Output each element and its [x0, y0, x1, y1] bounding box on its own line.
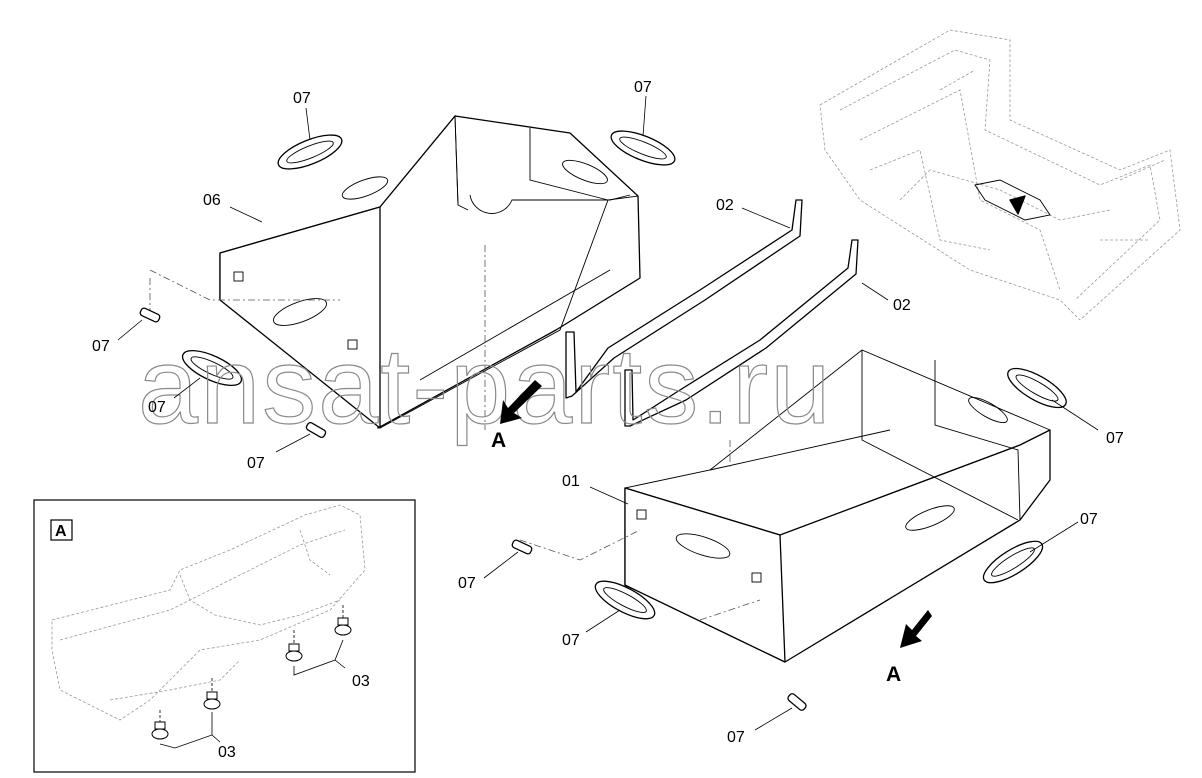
callout-06: 06 [203, 192, 221, 209]
machine-overview-sketch [819, 29, 1181, 321]
view-arrow-right-label: A [886, 663, 901, 686]
callout-07: 07 [247, 455, 265, 472]
rubber-mount [203, 678, 221, 710]
watermark: ansat-parts.ru [138, 325, 832, 446]
view-arrow-left-label: A [491, 429, 506, 452]
callout-07: 07 [1106, 430, 1124, 447]
callouts: 07 07 06 02 02 07 07 07 07 01 07 07 07 0… [92, 79, 1124, 746]
callout-07: 07 [458, 575, 476, 592]
callout-01: 01 [562, 473, 580, 490]
callout-07: 07 [727, 729, 745, 746]
pins [139, 307, 807, 711]
detail-view-a: A 03 03 [33, 499, 416, 773]
callout-07: 07 [562, 632, 580, 649]
callout-07: 07 [293, 90, 311, 107]
rubber-mount [285, 630, 303, 662]
battery-box-lower [519, 349, 1051, 663]
battery-box-upper [149, 114, 641, 430]
callout-07: 07 [92, 338, 110, 355]
hold-down-straps [565, 199, 859, 427]
callout-07: 07 [634, 79, 652, 96]
callout-07: 07 [148, 399, 166, 416]
oval-grommets [181, 130, 1067, 620]
rubber-mount [334, 605, 352, 636]
callout-03: 03 [218, 744, 236, 761]
callout-02: 02 [893, 297, 911, 314]
callout-07: 07 [1080, 511, 1098, 528]
callout-02: 02 [716, 197, 734, 214]
detail-tag: A [55, 523, 67, 540]
view-arrow-right: A [886, 610, 932, 686]
view-arrow-left: A [491, 380, 542, 452]
detail-tag-box [50, 519, 73, 541]
callout-03: 03 [352, 673, 370, 690]
rubber-mount [151, 710, 169, 740]
